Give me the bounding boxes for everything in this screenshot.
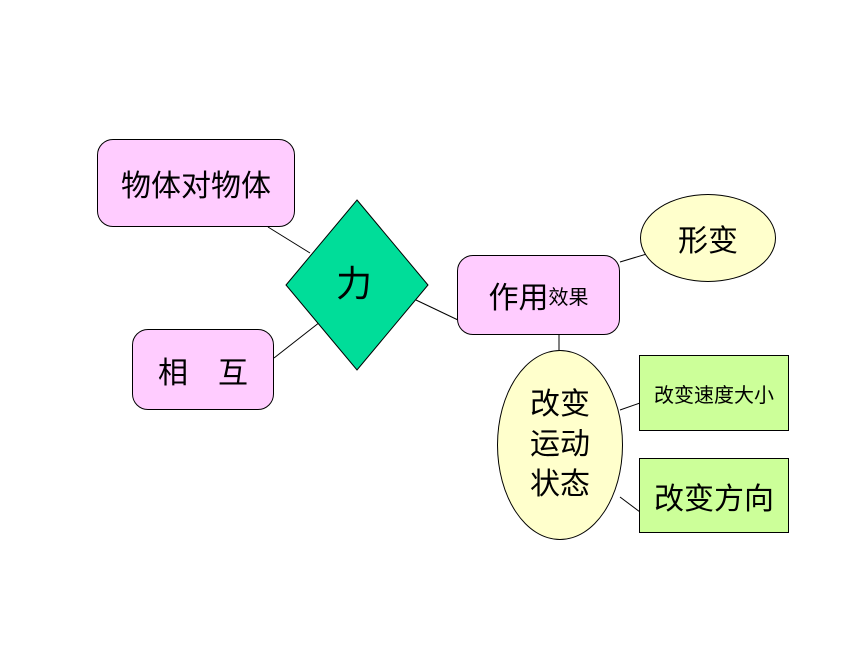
connector-wutidui-li <box>267 226 311 254</box>
node-change-speed-label: 改变速度大小 <box>654 382 774 407</box>
node-deformation-label: 形变 <box>678 224 738 259</box>
node-change-motion-state-line-3: 状态 <box>530 467 590 502</box>
node-change-direction-label: 改变方向 <box>654 481 774 517</box>
connector-xianghu-li <box>273 321 321 359</box>
node-change-motion-state: 改变 运动 状态 <box>497 350 623 540</box>
node-object-to-object: 物体对物体 <box>97 139 295 227</box>
node-change-motion-state-line-2: 运动 <box>530 427 590 462</box>
connector-state-speed <box>619 402 641 411</box>
node-mutual: 相 互 <box>132 329 274 410</box>
node-effect: 作用效果 <box>457 255 620 335</box>
center-label: 力 <box>336 264 372 305</box>
center-diamond <box>285 199 429 371</box>
node-effect-label-main: 作用 <box>488 281 549 316</box>
node-change-motion-state-line-1: 改变 <box>530 387 590 422</box>
connector-state-direction <box>619 496 641 513</box>
node-change-speed: 改变速度大小 <box>639 355 789 431</box>
node-change-direction: 改变方向 <box>639 458 789 533</box>
node-deformation: 形变 <box>640 194 776 282</box>
connector-li-zuoyong <box>415 299 459 321</box>
node-effect-label-small: 效果 <box>548 284 589 309</box>
node-mutual-label: 相 互 <box>158 355 248 391</box>
node-object-to-object-label: 物体对物体 <box>121 169 271 204</box>
